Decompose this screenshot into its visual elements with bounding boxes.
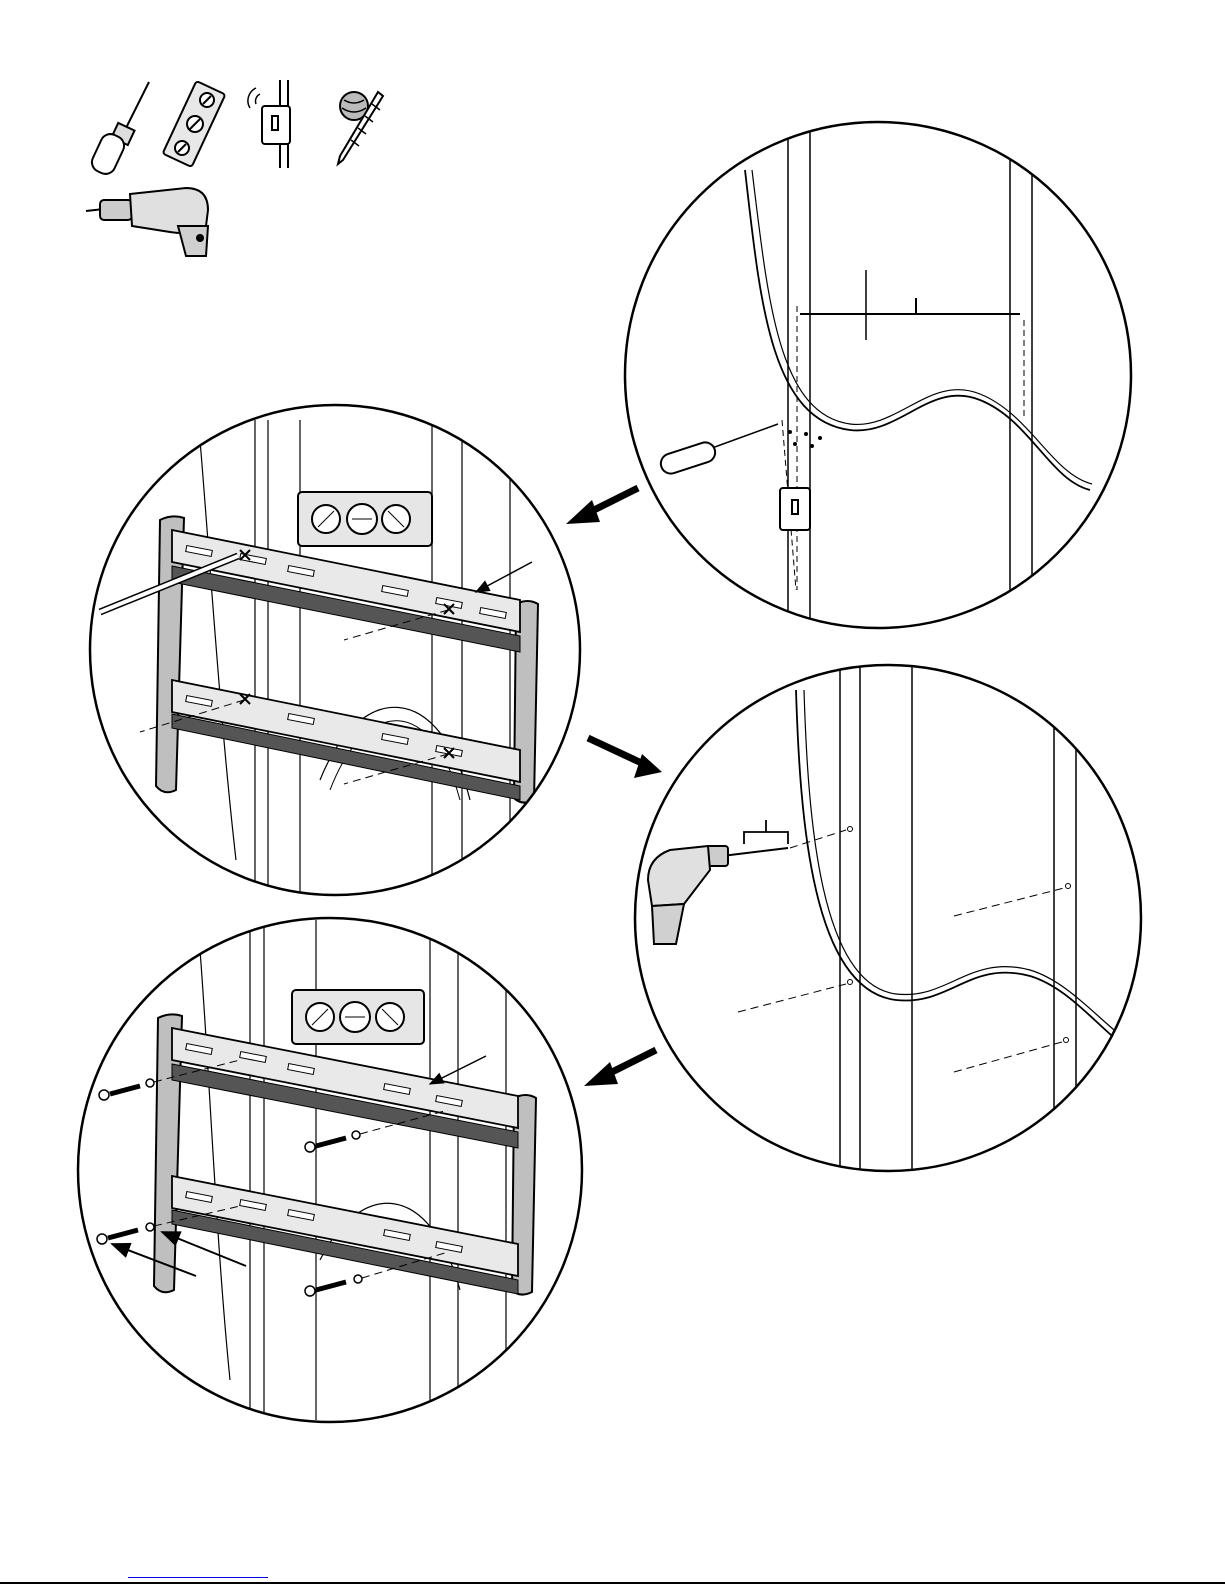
footer-rule <box>0 1582 1225 1584</box>
drill-bit-icon <box>338 92 383 164</box>
level-icon <box>163 81 226 167</box>
step-level-and-mark <box>90 405 580 900</box>
screwdriver-awl-icon <box>89 82 149 177</box>
step-mark-studs <box>625 122 1131 630</box>
power-drill-icon <box>86 188 208 256</box>
screwdriver-awl-icon <box>658 424 778 476</box>
stud-finder-icon <box>248 80 290 168</box>
step-drill-pilot-holes <box>635 660 1141 1180</box>
step-attach-bolts <box>78 918 582 1422</box>
stud-finder-icon <box>780 488 810 530</box>
arrow-down-left-icon <box>584 1050 656 1086</box>
footer-link-underline[interactable] <box>128 1574 268 1578</box>
power-drill-icon <box>648 846 788 944</box>
arrow-down-right-icon <box>588 738 662 778</box>
arrow-down-left-icon <box>566 488 638 524</box>
